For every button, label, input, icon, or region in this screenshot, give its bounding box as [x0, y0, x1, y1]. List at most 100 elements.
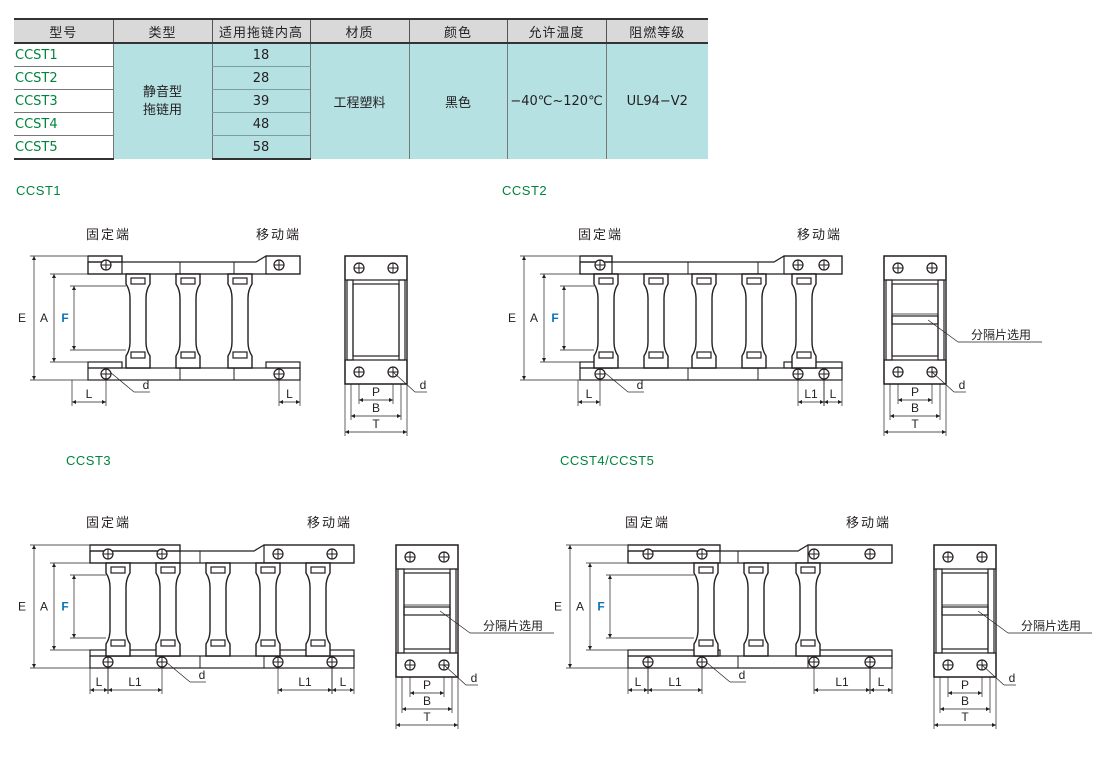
dim-t-label: T [911, 417, 919, 431]
link-slot [800, 639, 816, 647]
dim-a-label: A [40, 600, 48, 614]
plate-end [89, 544, 181, 564]
chain-link [305, 562, 331, 657]
link-slot [698, 566, 714, 574]
header-color: 颜色 [408, 18, 507, 44]
arrow-head [296, 400, 300, 404]
bolt-hole-icon [438, 551, 450, 563]
dimension-line [927, 319, 959, 343]
arrow-head [648, 688, 652, 692]
arrow-head [986, 707, 990, 711]
arrow-head [279, 400, 283, 404]
material-cell: 工程塑料 [309, 43, 409, 159]
link-slot [648, 277, 664, 285]
bolt-hole-icon [864, 656, 876, 668]
dim-l1-label: L1 [298, 675, 312, 689]
arrow-head [824, 400, 828, 404]
dim-l1-label: L1 [668, 675, 682, 689]
dim-l-label: L [286, 387, 293, 401]
divider-note: 分隔片选用 [1021, 619, 1081, 633]
chain-link [791, 273, 817, 369]
link-slot [260, 566, 276, 574]
dim-d-label: d [420, 378, 427, 392]
link-slot [110, 639, 126, 647]
arrow-head [396, 723, 400, 727]
arrow-head [90, 688, 94, 692]
dimension-line [165, 661, 191, 683]
end-side [937, 279, 945, 361]
dimension-line [443, 664, 467, 686]
arrow-head [32, 545, 36, 549]
arrow-head [820, 400, 824, 404]
arrow-head [72, 634, 76, 638]
fixed-end-label: 固定端 [625, 516, 671, 531]
moving-end-label: 移动端 [797, 228, 843, 243]
model-cell: CCST1 [14, 43, 113, 67]
arrow-head [522, 376, 526, 380]
dimension-line [439, 610, 471, 634]
link-slot [232, 351, 248, 359]
link-slot [210, 566, 226, 574]
height-cell: 18 [211, 43, 310, 67]
bolt-hole-icon [696, 548, 708, 560]
arrow-head [578, 400, 582, 404]
end-top-bar [883, 255, 947, 281]
height-cell: 58 [211, 135, 310, 160]
dim-f-label: F [551, 311, 558, 325]
link-slot [310, 639, 326, 647]
dim-d-label: d [959, 378, 966, 392]
arrow-head [328, 688, 332, 692]
link-slot [746, 351, 762, 359]
arrow-head [948, 691, 952, 695]
dim-d-label: d [471, 671, 478, 685]
arrow-head [350, 688, 354, 692]
dimension-line [705, 661, 731, 683]
type-cell: 静音型 拖链用 [112, 43, 212, 159]
divider-plate [891, 315, 939, 325]
arrow-head [102, 400, 106, 404]
arrow-head [389, 398, 393, 402]
end-opening [403, 572, 451, 650]
arrow-head [596, 400, 600, 404]
arrow-head [628, 688, 632, 692]
end-frame [344, 255, 408, 385]
dim-l1-label: L1 [804, 387, 818, 401]
arrow-head [351, 414, 355, 418]
dim-b-label: B [961, 694, 969, 708]
dim-p-label: P [961, 678, 969, 692]
link-slot [696, 351, 712, 359]
chain-link [741, 273, 767, 369]
bolt-hole-icon [808, 548, 820, 560]
link-slot [180, 277, 196, 285]
dim-t-label: T [423, 710, 431, 724]
arrow-head [454, 723, 458, 727]
fixed-end-label: 固定端 [578, 228, 624, 243]
arrow-head [936, 414, 940, 418]
arrow-head [838, 400, 842, 404]
bolt-hole-icon [864, 548, 876, 560]
arrow-head [608, 575, 612, 579]
bolt-hole-icon [156, 656, 168, 668]
dim-f-label: F [61, 311, 68, 325]
dim-d-label: d [199, 668, 206, 682]
bolt-hole-icon [273, 368, 285, 380]
figure-title-ccst1: CCST1 [16, 183, 62, 198]
bolt-hole-icon [594, 368, 606, 380]
end-opening [891, 283, 939, 357]
dim-d-label: d [143, 378, 150, 392]
link-slot [748, 639, 764, 647]
plate-step [265, 361, 301, 369]
dim-b-label: B [423, 694, 431, 708]
bolt-hole-icon [808, 656, 820, 668]
dim-p-label: P [372, 385, 380, 399]
bolt-hole-icon [892, 262, 904, 274]
link-slot [160, 639, 176, 647]
bolt-hole-icon [387, 262, 399, 274]
bolt-hole-icon [696, 656, 708, 668]
end-frame [883, 255, 947, 385]
type-line-1: 静音型 [142, 84, 182, 100]
bolt-hole-icon [326, 548, 338, 560]
